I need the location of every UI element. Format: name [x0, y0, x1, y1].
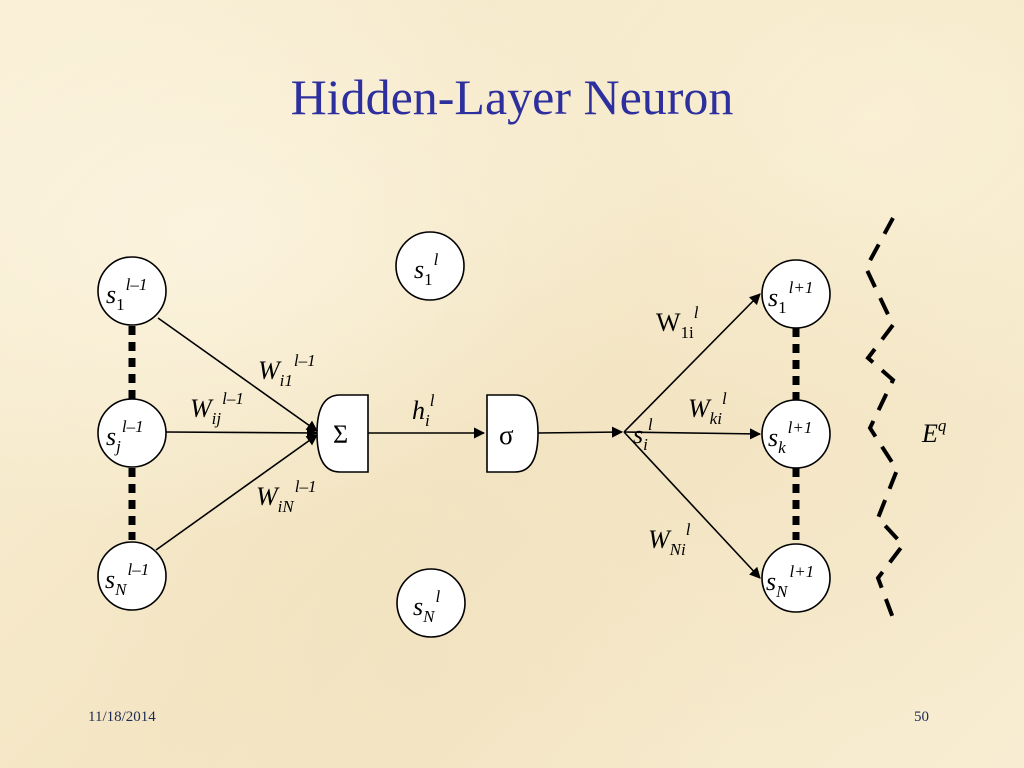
weight-label-i1: Wi1l–1 [258, 351, 316, 390]
footer-date: 11/18/2014 [88, 709, 156, 725]
error-label: Eq [921, 416, 947, 448]
footer-page-number: 50 [914, 709, 929, 725]
output-node-N: sNl+1 [761, 543, 831, 613]
edge-input-N-to-sum [155, 434, 318, 551]
edge-input-1-to-sum [157, 317, 318, 432]
edge-fanout-to-output-1 [623, 293, 761, 433]
svg-text:s1l–1: s1l–1 [106, 275, 147, 314]
net-input-label: hil [412, 391, 435, 430]
svg-text:sNl–1: sNl–1 [105, 560, 149, 599]
weight-label-ij: Wijl–1 [190, 389, 244, 428]
svg-text:skl+1: skl+1 [768, 418, 812, 457]
error-boundary-zigzag [863, 217, 906, 619]
output-signal-label: sil [633, 415, 653, 454]
activation-node: σ [486, 394, 539, 473]
input-node-1: s1l–1 [97, 256, 167, 326]
sum-node: Σ [316, 394, 369, 473]
weight-label-Ni: WNil [648, 520, 691, 559]
input-connections [155, 317, 319, 551]
weight-label-iN: WiNl–1 [256, 477, 316, 516]
output-node-1: s1l+1 [761, 259, 831, 329]
hidden-node-1: s1l [395, 231, 465, 301]
svg-text:s1l+1: s1l+1 [768, 278, 813, 317]
sum-symbol: Σ [333, 420, 348, 449]
hidden-node-N: sNl [396, 568, 466, 638]
edge-fanout-to-output-k [623, 428, 762, 440]
weight-label-ki: Wkil [688, 389, 727, 428]
svg-text:sNl+1: sNl+1 [766, 562, 814, 601]
output-node-k: skl+1 [761, 399, 831, 469]
edge-activation-to-fanout [536, 426, 624, 438]
weight-label-1i: W1il [656, 303, 699, 342]
edge-input-j-to-sum [165, 427, 319, 439]
svg-text:sNl: sNl [413, 587, 440, 626]
output-connections [623, 293, 762, 579]
input-node-j: sjl–1 [97, 398, 167, 468]
edge-fanout-to-output-N [623, 431, 761, 579]
slide-title: Hidden-Layer Neuron [290, 69, 734, 125]
svg-text:sjl–1: sjl–1 [106, 417, 144, 456]
input-node-N: sNl–1 [97, 541, 167, 611]
svg-text:s1l: s1l [414, 250, 439, 289]
activation-symbol: σ [499, 420, 514, 450]
